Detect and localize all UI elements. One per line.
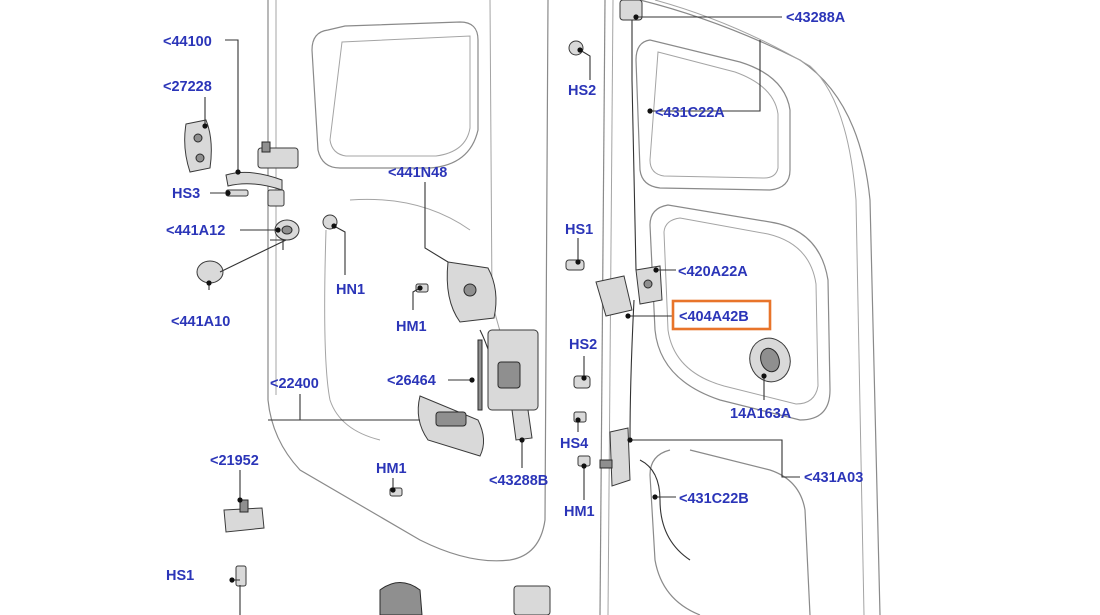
part-rod-26464 [477,339,483,411]
part-bottom-left [379,582,423,615]
label-hs4[interactable]: HS4 [560,436,588,452]
label-431C22B[interactable]: <431C22B [679,491,749,507]
label-431A03[interactable]: <431A03 [804,470,863,486]
part-hinge-right [609,427,631,487]
part-handle-grip [435,411,467,427]
highlight-box-404A42B [671,299,772,331]
part-bracket-top-left [257,147,299,169]
part-404A42B [595,275,633,317]
part-420A22A-hole [643,279,653,289]
label-14A163A[interactable]: 14A163A [730,406,792,422]
part-441A10 [196,260,224,284]
part-latch-core [497,361,521,389]
part-hinge-tab [599,459,613,469]
label-hs3[interactable]: HS3 [172,186,200,202]
label-44100[interactable]: <44100 [163,34,212,50]
right-door-outline [599,0,881,615]
label-21952[interactable]: <21952 [210,453,259,469]
part-labels: <44100 <27228 HS3 <441A12 <441A10 HN1 <4… [163,10,863,584]
label-43288A[interactable]: <43288A [786,10,846,26]
label-441N48[interactable]: <441N48 [388,165,447,181]
label-hs1-left[interactable]: HS1 [166,568,194,584]
part-screw-hs1-left [235,565,247,587]
part-screw-hs1-right [565,259,585,271]
label-22400[interactable]: <22400 [270,376,319,392]
part-14A163A-hole [760,347,780,373]
part-27228-hole-2 [195,153,205,163]
label-27228[interactable]: <27228 [163,79,212,95]
label-441A10[interactable]: <441A10 [171,314,230,330]
part-bracket-tab [261,141,271,153]
label-hm1-right[interactable]: HM1 [564,504,595,520]
parts [184,0,791,615]
part-21952-pin [239,499,249,513]
label-431C22A[interactable]: <431C22A [655,105,725,121]
part-21952 [223,507,265,533]
part-441A12-hole [281,225,293,235]
label-43288B[interactable]: <43288B [489,473,548,489]
part-handle-foot [267,189,285,207]
part-27228-hole [193,133,203,143]
part-handle-44100 [225,171,283,191]
label-404A42B[interactable]: <404A42B [679,309,749,325]
leader-dots [202,14,767,583]
label-hs2-mid[interactable]: HS2 [569,337,597,353]
part-lock-hub [463,283,477,297]
label-26464[interactable]: <26464 [387,373,436,389]
label-hs2-top[interactable]: HS2 [568,83,596,99]
label-441A12[interactable]: <441A12 [166,223,225,239]
part-27228 [184,119,212,173]
part-latch-tail [511,409,533,441]
label-hm1-mid[interactable]: HM1 [376,461,407,477]
label-hm1-top[interactable]: HM1 [396,319,427,335]
label-hn1[interactable]: HN1 [336,282,365,298]
label-420A22A[interactable]: <420A22A [678,264,748,280]
label-hs1-right[interactable]: HS1 [565,222,593,238]
part-bottom-hinge [513,585,551,615]
